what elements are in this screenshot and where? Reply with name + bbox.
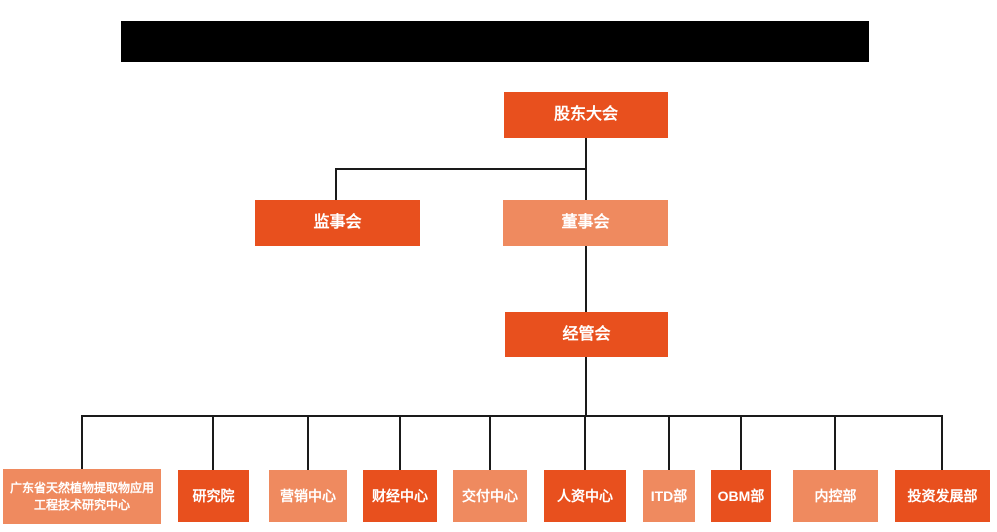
org-node-research-center: 广东省天然植物提取物应用工程技术研究中心 xyxy=(3,469,161,524)
org-node-management-committee: 经管会 xyxy=(505,312,668,357)
org-node-supervisory-board: 监事会 xyxy=(255,200,420,246)
org-node-hr-center: 人资中心 xyxy=(544,470,626,522)
org-node-board-of-directors: 董事会 xyxy=(503,200,668,246)
org-node-delivery-center: 交付中心 xyxy=(453,470,527,522)
redacted-title-bar xyxy=(121,21,869,62)
org-node-marketing-center: 营销中心 xyxy=(269,470,347,522)
org-node-internal-control-department: 内控部 xyxy=(793,470,878,522)
org-node-finance-center: 财经中心 xyxy=(363,470,437,522)
org-node-obm-department: OBM部 xyxy=(711,470,771,522)
org-node-investment-development-department: 投资发展部 xyxy=(895,470,990,522)
org-node-itd-department: ITD部 xyxy=(643,470,695,522)
org-node-research-institute: 研究院 xyxy=(178,470,249,522)
org-node-shareholders-meeting: 股东大会 xyxy=(504,92,668,138)
